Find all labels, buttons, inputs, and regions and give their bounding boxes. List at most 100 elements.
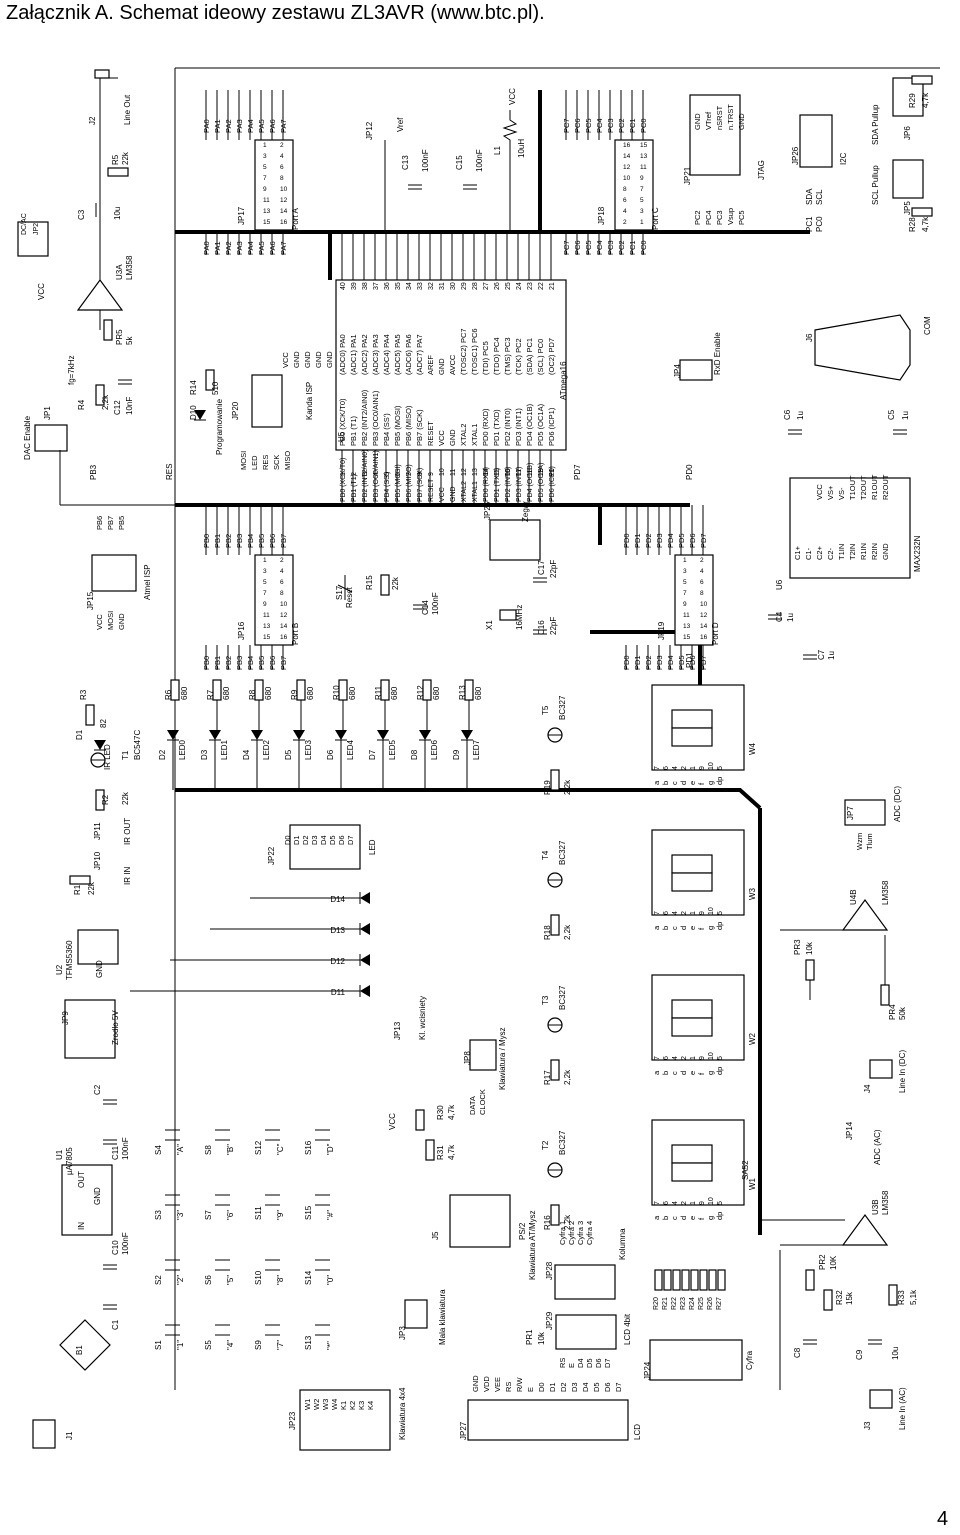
isp-signal-label: MISO [283, 451, 292, 470]
connector-ref: J6 [805, 333, 814, 342]
header-line-label: PD6 [688, 533, 697, 548]
resistor-ref: R24 [689, 1297, 696, 1310]
led-name: LED5 [388, 739, 397, 760]
segment-pin: 10 [708, 762, 715, 770]
segment-pin: 1 [690, 766, 697, 770]
mcu-pin-net: PD4 (OC1B) [527, 463, 534, 502]
cap-value: 22pF [549, 560, 558, 578]
connector-ref: J5 [431, 1231, 440, 1240]
header-ref: JP12 [365, 121, 374, 140]
vcc-label: VCC [37, 283, 46, 300]
segment-label: f [697, 1072, 706, 1075]
led-symbol [167, 730, 179, 740]
header-pin-number: 5 [263, 579, 267, 586]
opamp-part: LM358 [881, 880, 890, 905]
segment-label: f [697, 1217, 706, 1220]
header-pin-number: 13 [683, 623, 691, 630]
cap-value: 100nF [431, 592, 440, 615]
vcc-label: VCC [508, 88, 517, 105]
header-pin-number: 12 [700, 612, 708, 619]
mcu-pin-label: (TCK) PC2 [514, 338, 523, 375]
mcu-pin-net: PD3 (INT1) [516, 467, 523, 502]
led-line-label: D4 [319, 835, 328, 845]
pot-ref: PR4 [888, 1004, 897, 1020]
header-pin-number: 5 [683, 579, 687, 586]
mcu-pin-label: GND [448, 429, 457, 446]
header-line-label: PC0 [639, 240, 648, 255]
segment-pin: 4 [672, 1201, 679, 1205]
cap-ref: C3 [77, 209, 86, 220]
jumper-ref: JP3 [398, 1326, 407, 1340]
resistor-ref: R21 [662, 1297, 669, 1310]
header-line-label-hidden: Port C [625, 94, 626, 95]
resistor-body [69, 875, 91, 885]
lcd-line-label: RS [504, 1382, 513, 1392]
header-pin-number: 10 [700, 601, 708, 608]
resistor-ref: R29 [908, 93, 917, 108]
header-label: LED [368, 839, 377, 855]
header-pin-number: 8 [700, 590, 704, 597]
header-ref: JP26 [791, 146, 800, 165]
jumper-label: SDA Pullup [871, 104, 880, 145]
header-line-label: PB2 [224, 534, 233, 548]
pot-value: 50k [898, 1006, 907, 1020]
digit-line-label: Cyfra 3 [576, 1221, 585, 1245]
header-ref: JP15 [86, 591, 95, 610]
segment-pin: 7 [654, 1056, 661, 1060]
transistor-ref: T1 [121, 750, 130, 760]
header-line-label: PB5 [257, 656, 266, 670]
mcu-pin-label: PD6 (ICP1) [547, 407, 556, 446]
max232-body [789, 477, 911, 579]
resistor-ref: R27 [716, 1297, 723, 1310]
mcu-pin-label: PD5 (OC1A) [536, 403, 545, 446]
mcu-pin-number: 15 [494, 468, 501, 476]
ic-pin-label: T2OUT [859, 475, 868, 500]
cap-ref: C1 [111, 1319, 120, 1330]
ic-pin-label: T1OUT [848, 475, 857, 500]
segment-label: d [679, 1071, 688, 1075]
segment-label: g [706, 781, 715, 785]
header-line-label: PB6 [268, 534, 277, 548]
header-pin-number: 11 [263, 197, 270, 204]
jumper-body [404, 1299, 428, 1329]
ic-pin-label: C2- [826, 547, 835, 560]
ic-pin-label: C1+ [793, 545, 802, 560]
key-label: "*" [326, 1341, 335, 1350]
header-ref: JP23 [288, 1411, 297, 1430]
mcu-pin-number: 20 [549, 468, 556, 476]
header-ref: JP5 [903, 201, 912, 215]
led-symbol [194, 410, 206, 420]
header-line-label: PA4 [246, 241, 255, 255]
resistor-body [681, 1269, 690, 1291]
resistor-ref: R30 [436, 1105, 445, 1120]
header-line-label: PA0 [202, 241, 211, 255]
resistor-ref: R2 [101, 794, 110, 805]
segment-label: a [652, 925, 661, 930]
segment-pin: 10 [708, 907, 715, 915]
mcu-pin-label: XTAL1 [470, 424, 479, 446]
cap-ref: C4 [775, 611, 784, 622]
header-ref: JP27 [459, 1421, 468, 1440]
resistor-body [690, 1269, 699, 1291]
segment-pin: 9 [699, 1056, 706, 1060]
header-line-label: PD0 [622, 655, 631, 670]
segment-pin: 2 [681, 911, 688, 915]
key-switch-ref: S3 [154, 1210, 163, 1220]
mcu-pin-label: AVCC [448, 354, 457, 375]
led-name: LED1 [220, 739, 229, 760]
header-line-label-hidden: Port C [625, 94, 626, 95]
led-line-label: D5 [328, 835, 337, 845]
opamp-part: LM358 [881, 1190, 890, 1215]
opamp-symbol [76, 278, 124, 311]
digit-line-label: Cyfra 1 [558, 1221, 567, 1245]
diode-ref: D12 [330, 957, 345, 966]
lcd-line-label: D4 [576, 1358, 585, 1368]
diode-symbol [360, 985, 370, 997]
header-line-label: PD7 [699, 655, 708, 670]
lcd-line-label: VEE [493, 1377, 502, 1392]
header-line-label: PA6 [268, 119, 277, 133]
resistor-ref: R3 [79, 689, 88, 700]
